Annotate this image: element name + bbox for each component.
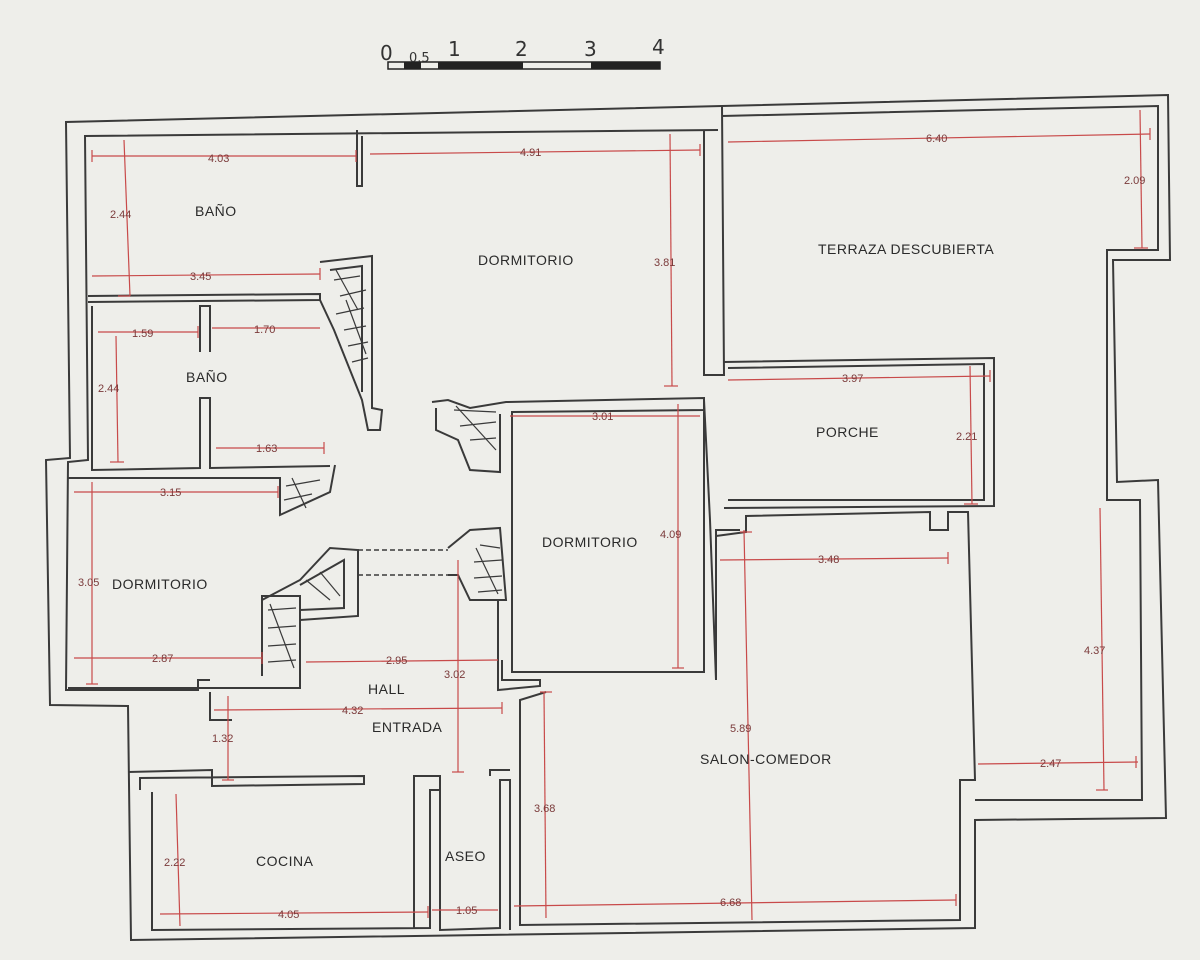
porche-wall <box>723 356 995 509</box>
dorm3-closet-wall <box>435 408 501 474</box>
bano2-wall <box>91 306 331 472</box>
house-terrace-divider-b <box>703 399 740 681</box>
scale-label-2: 2 <box>515 37 528 61</box>
room-label-terraza: TERRAZA DESCUBIERTA <box>818 241 994 257</box>
house-terrace-divider <box>703 105 726 376</box>
dim-bano2-right: 1.70 <box>254 324 275 336</box>
dim-bano1-height: 2.44 <box>110 209 131 221</box>
kitchen-inner <box>151 775 441 932</box>
dim-dorm3-height: 4.09 <box>660 529 681 541</box>
dim-dorm1-width: 4.91 <box>520 147 541 159</box>
bano2-wall-b <box>199 305 211 352</box>
scale-label-05: 0.5 <box>409 51 430 66</box>
inner-wall <box>64 129 719 691</box>
dim-salon-height: 5.89 <box>730 723 751 735</box>
hall-closet-wall-b <box>299 558 345 611</box>
dim-dorm2-height: 3.05 <box>78 577 99 589</box>
dim-hall-height: 3.02 <box>444 669 465 681</box>
dimension-lines <box>74 109 1151 927</box>
dim-dorm1-height: 3.81 <box>654 257 675 269</box>
room-labels: BAÑO DORMITORIO TERRAZA DESCUBIERTA BAÑO… <box>112 203 994 869</box>
dim-bano1-width: 4.03 <box>208 153 229 165</box>
room-label-dormitorio-3: DORMITORIO <box>542 534 638 550</box>
aseo-wall <box>439 779 511 932</box>
scale-bar: 0 0.5 1 2 3 4 <box>380 35 665 70</box>
room-label-bano-2: BAÑO <box>186 369 228 385</box>
scale-label-1: 1 <box>448 37 461 61</box>
dim-entrada-width: 4.32 <box>342 705 363 717</box>
dim-salon-top: 3.48 <box>818 554 839 566</box>
dim-dorm3-top: 3.01 <box>592 411 613 423</box>
dim-cocina-width: 4.05 <box>278 909 299 921</box>
room-label-cocina: COCINA <box>256 853 314 869</box>
aseo-wall-b <box>489 769 510 776</box>
closet-wall-1-inner <box>329 264 363 392</box>
dimension-labels: 4.03 2.44 3.45 4.91 3.81 6.40 2.09 1.59 … <box>78 133 1145 921</box>
bano1-wall-b <box>87 292 321 303</box>
closet-wall-1 <box>319 254 384 431</box>
dim-bano1-inner: 3.45 <box>190 271 211 283</box>
dim-terraza-right-height: 4.37 <box>1084 645 1105 657</box>
dim-cocina-height: 2.22 <box>164 857 185 869</box>
dim-terraza-right-width: 2.47 <box>1040 758 1061 770</box>
dorm3-closet-wall-b <box>447 526 508 601</box>
dim-porche-height: 2.21 <box>956 431 977 443</box>
dim-dorm2-bottom: 2.87 <box>152 653 173 665</box>
salon-wall <box>519 510 977 927</box>
room-label-salon: SALON-COMEDOR <box>700 751 832 767</box>
dim-salon-left-height: 3.68 <box>534 803 555 815</box>
dim-dorm2-top: 3.15 <box>160 487 181 499</box>
hall-closet-wall <box>261 546 359 621</box>
kitchen-wall <box>127 768 365 790</box>
terrace-inner-wall <box>721 104 1159 801</box>
dim-bano2-left: 1.59 <box>132 328 153 340</box>
dim-aseo-width: 1.05 <box>456 905 477 917</box>
dorm3-wall <box>431 396 705 673</box>
hall-wall <box>497 600 541 692</box>
room-label-porche: PORCHE <box>816 424 879 440</box>
room-label-bano-1: BAÑO <box>195 203 237 219</box>
scale-label-0: 0 <box>380 41 393 65</box>
room-label-dormitorio-2: DORMITORIO <box>112 576 208 592</box>
outer-wall <box>44 93 1172 942</box>
room-label-dormitorio-1: DORMITORIO <box>478 252 574 268</box>
dim-terraza-height: 2.09 <box>1124 175 1145 187</box>
walls <box>44 93 1172 942</box>
scale-label-4: 4 <box>652 35 665 59</box>
dim-bano2-bottom: 1.63 <box>256 443 277 455</box>
room-label-aseo: ASEO <box>445 848 486 864</box>
bano1-wall <box>356 130 363 187</box>
room-label-entrada: ENTRADA <box>372 719 443 735</box>
dim-terraza-width: 6.40 <box>926 133 947 145</box>
dim-hall-width: 2.95 <box>386 655 407 667</box>
porche-inner <box>727 362 985 501</box>
dorm2-wall <box>68 464 336 517</box>
dorm2-wall-b <box>68 595 301 689</box>
scale-label-3: 3 <box>584 37 597 61</box>
closet-hatching <box>267 269 503 669</box>
room-label-hall: HALL <box>368 681 405 697</box>
dim-entrada-height: 1.32 <box>212 733 233 745</box>
dim-salon-bottom: 6.68 <box>720 897 741 909</box>
inner-wall-b <box>209 692 232 721</box>
dim-porche-width: 3.97 <box>842 373 863 385</box>
dim-bano2-height: 2.44 <box>98 383 119 395</box>
